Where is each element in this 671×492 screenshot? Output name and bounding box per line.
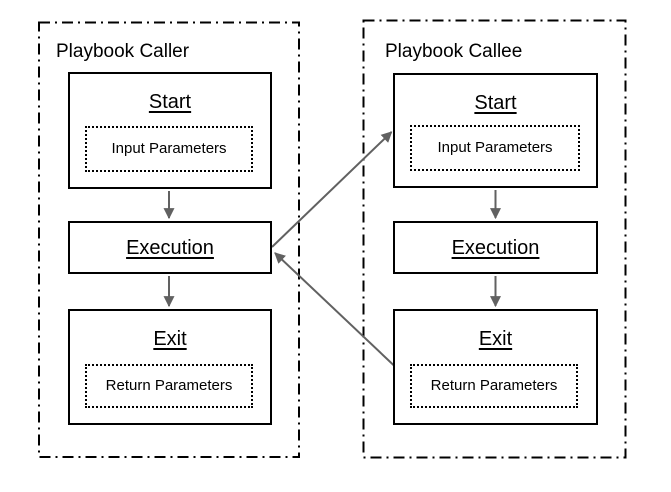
edge-caller-execution-to-callee-start — [271, 131, 393, 248]
callee-execution-node: Execution — [393, 221, 598, 274]
caller-return-parameters-label: Return Parameters — [105, 377, 233, 394]
caller-start-node: Start Input Parameters — [68, 72, 272, 189]
caller-input-parameters-label: Input Parameters — [111, 140, 227, 157]
callee-exit-node: Exit Return Parameters — [393, 309, 598, 425]
callee-start-node: Start Input Parameters — [393, 73, 598, 188]
caller-lane-title: Playbook Caller — [56, 41, 190, 62]
callee-lane-title: Playbook Callee — [385, 41, 523, 62]
caller-exit-title: Exit — [153, 328, 187, 350]
caller-exit-node: Exit Return Parameters — [68, 309, 272, 425]
callee-execution-title: Execution — [451, 236, 540, 259]
callee-exit-title: Exit — [478, 328, 513, 350]
caller-start-title: Start — [148, 91, 192, 113]
callee-input-parameters-box: Input Parameters — [410, 125, 580, 171]
callee-return-parameters-box: Return Parameters — [410, 364, 578, 408]
callee-start-title: Start — [474, 92, 517, 114]
caller-execution-node: Execution — [68, 221, 272, 274]
caller-lane-border — [38, 21, 300, 458]
callee-lane-border — [362, 19, 627, 459]
caller-input-parameters-box: Input Parameters — [85, 126, 253, 172]
caller-execution-title: Execution — [126, 236, 214, 259]
callee-return-parameters-label: Return Parameters — [430, 377, 558, 394]
caller-return-parameters-box: Return Parameters — [85, 364, 253, 408]
edge-callee-exit-to-caller-execution — [274, 252, 396, 367]
callee-input-parameters-label: Input Parameters — [437, 139, 553, 156]
